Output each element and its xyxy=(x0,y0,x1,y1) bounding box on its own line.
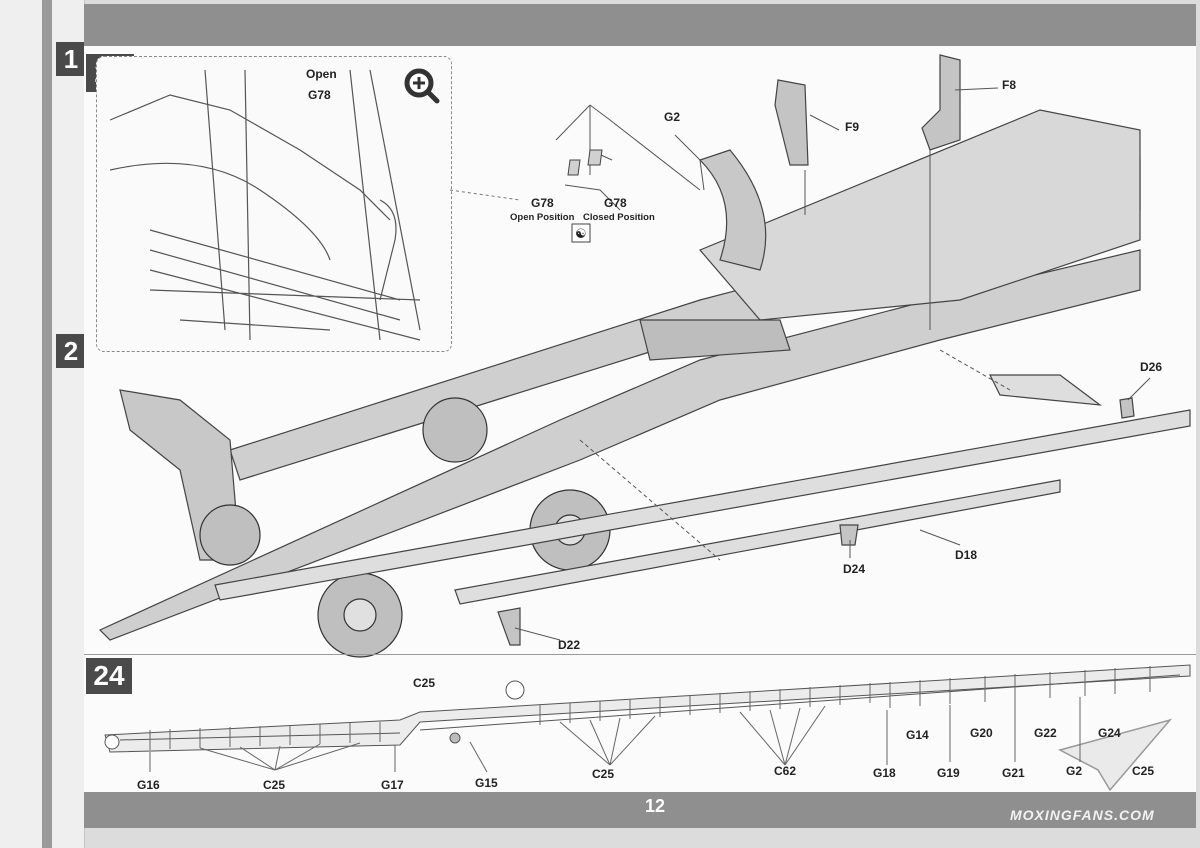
part-label-g14: G14 xyxy=(906,728,929,742)
part-label-f9: F9 xyxy=(845,120,860,134)
inset-part-label: G78 xyxy=(308,88,331,102)
part-label-g78-closed: G78 xyxy=(604,196,627,210)
part-label-g16: G16 xyxy=(137,778,160,792)
part-label-c25-top: C25 xyxy=(413,676,436,690)
step-24-number: 24 xyxy=(86,658,132,694)
closed-position-label: Closed Position xyxy=(583,212,655,223)
part-label-d24: D24 xyxy=(843,562,866,576)
previous-step-number: 1 xyxy=(56,42,86,76)
previous-step-number: 2 xyxy=(56,334,86,368)
part-label-g78-open: G78 xyxy=(531,196,554,210)
part-label-c62: C62 xyxy=(774,764,797,778)
inset-title: Open xyxy=(306,67,337,81)
zoom-in-icon xyxy=(404,68,440,104)
header-bar xyxy=(84,4,1196,46)
footer-bar xyxy=(84,792,1196,828)
part-label-g18: G18 xyxy=(873,766,896,780)
part-label-g20: G20 xyxy=(970,726,993,740)
watermark: MOXINGFANS.COM xyxy=(1010,807,1155,823)
part-label-g23: G2 xyxy=(1066,764,1083,778)
part-label-d22: D22 xyxy=(558,638,581,652)
part-label-c25-b: C25 xyxy=(592,767,615,781)
part-label-g19: G19 xyxy=(937,766,960,780)
page-number: 12 xyxy=(644,796,666,816)
part-label-g24: G24 xyxy=(1098,726,1121,740)
part-label-f8: F8 xyxy=(1002,78,1017,92)
open-position-label: Open Position xyxy=(510,212,575,223)
part-label-g2: G2 xyxy=(664,110,681,124)
part-label-g17: G17 xyxy=(381,778,404,792)
svg-text:☯: ☯ xyxy=(575,227,587,242)
part-label-g21: G21 xyxy=(1002,766,1025,780)
part-label-c25-a: C25 xyxy=(263,778,286,792)
part-label-c25-end: C25 xyxy=(1132,764,1155,778)
step-divider xyxy=(84,654,1196,655)
part-label-d18: D18 xyxy=(955,548,978,562)
previous-page-stripe xyxy=(42,0,52,848)
part-label-g22: G22 xyxy=(1034,726,1057,740)
part-label-g15: G15 xyxy=(475,776,498,790)
part-label-d26: D26 xyxy=(1140,360,1163,374)
